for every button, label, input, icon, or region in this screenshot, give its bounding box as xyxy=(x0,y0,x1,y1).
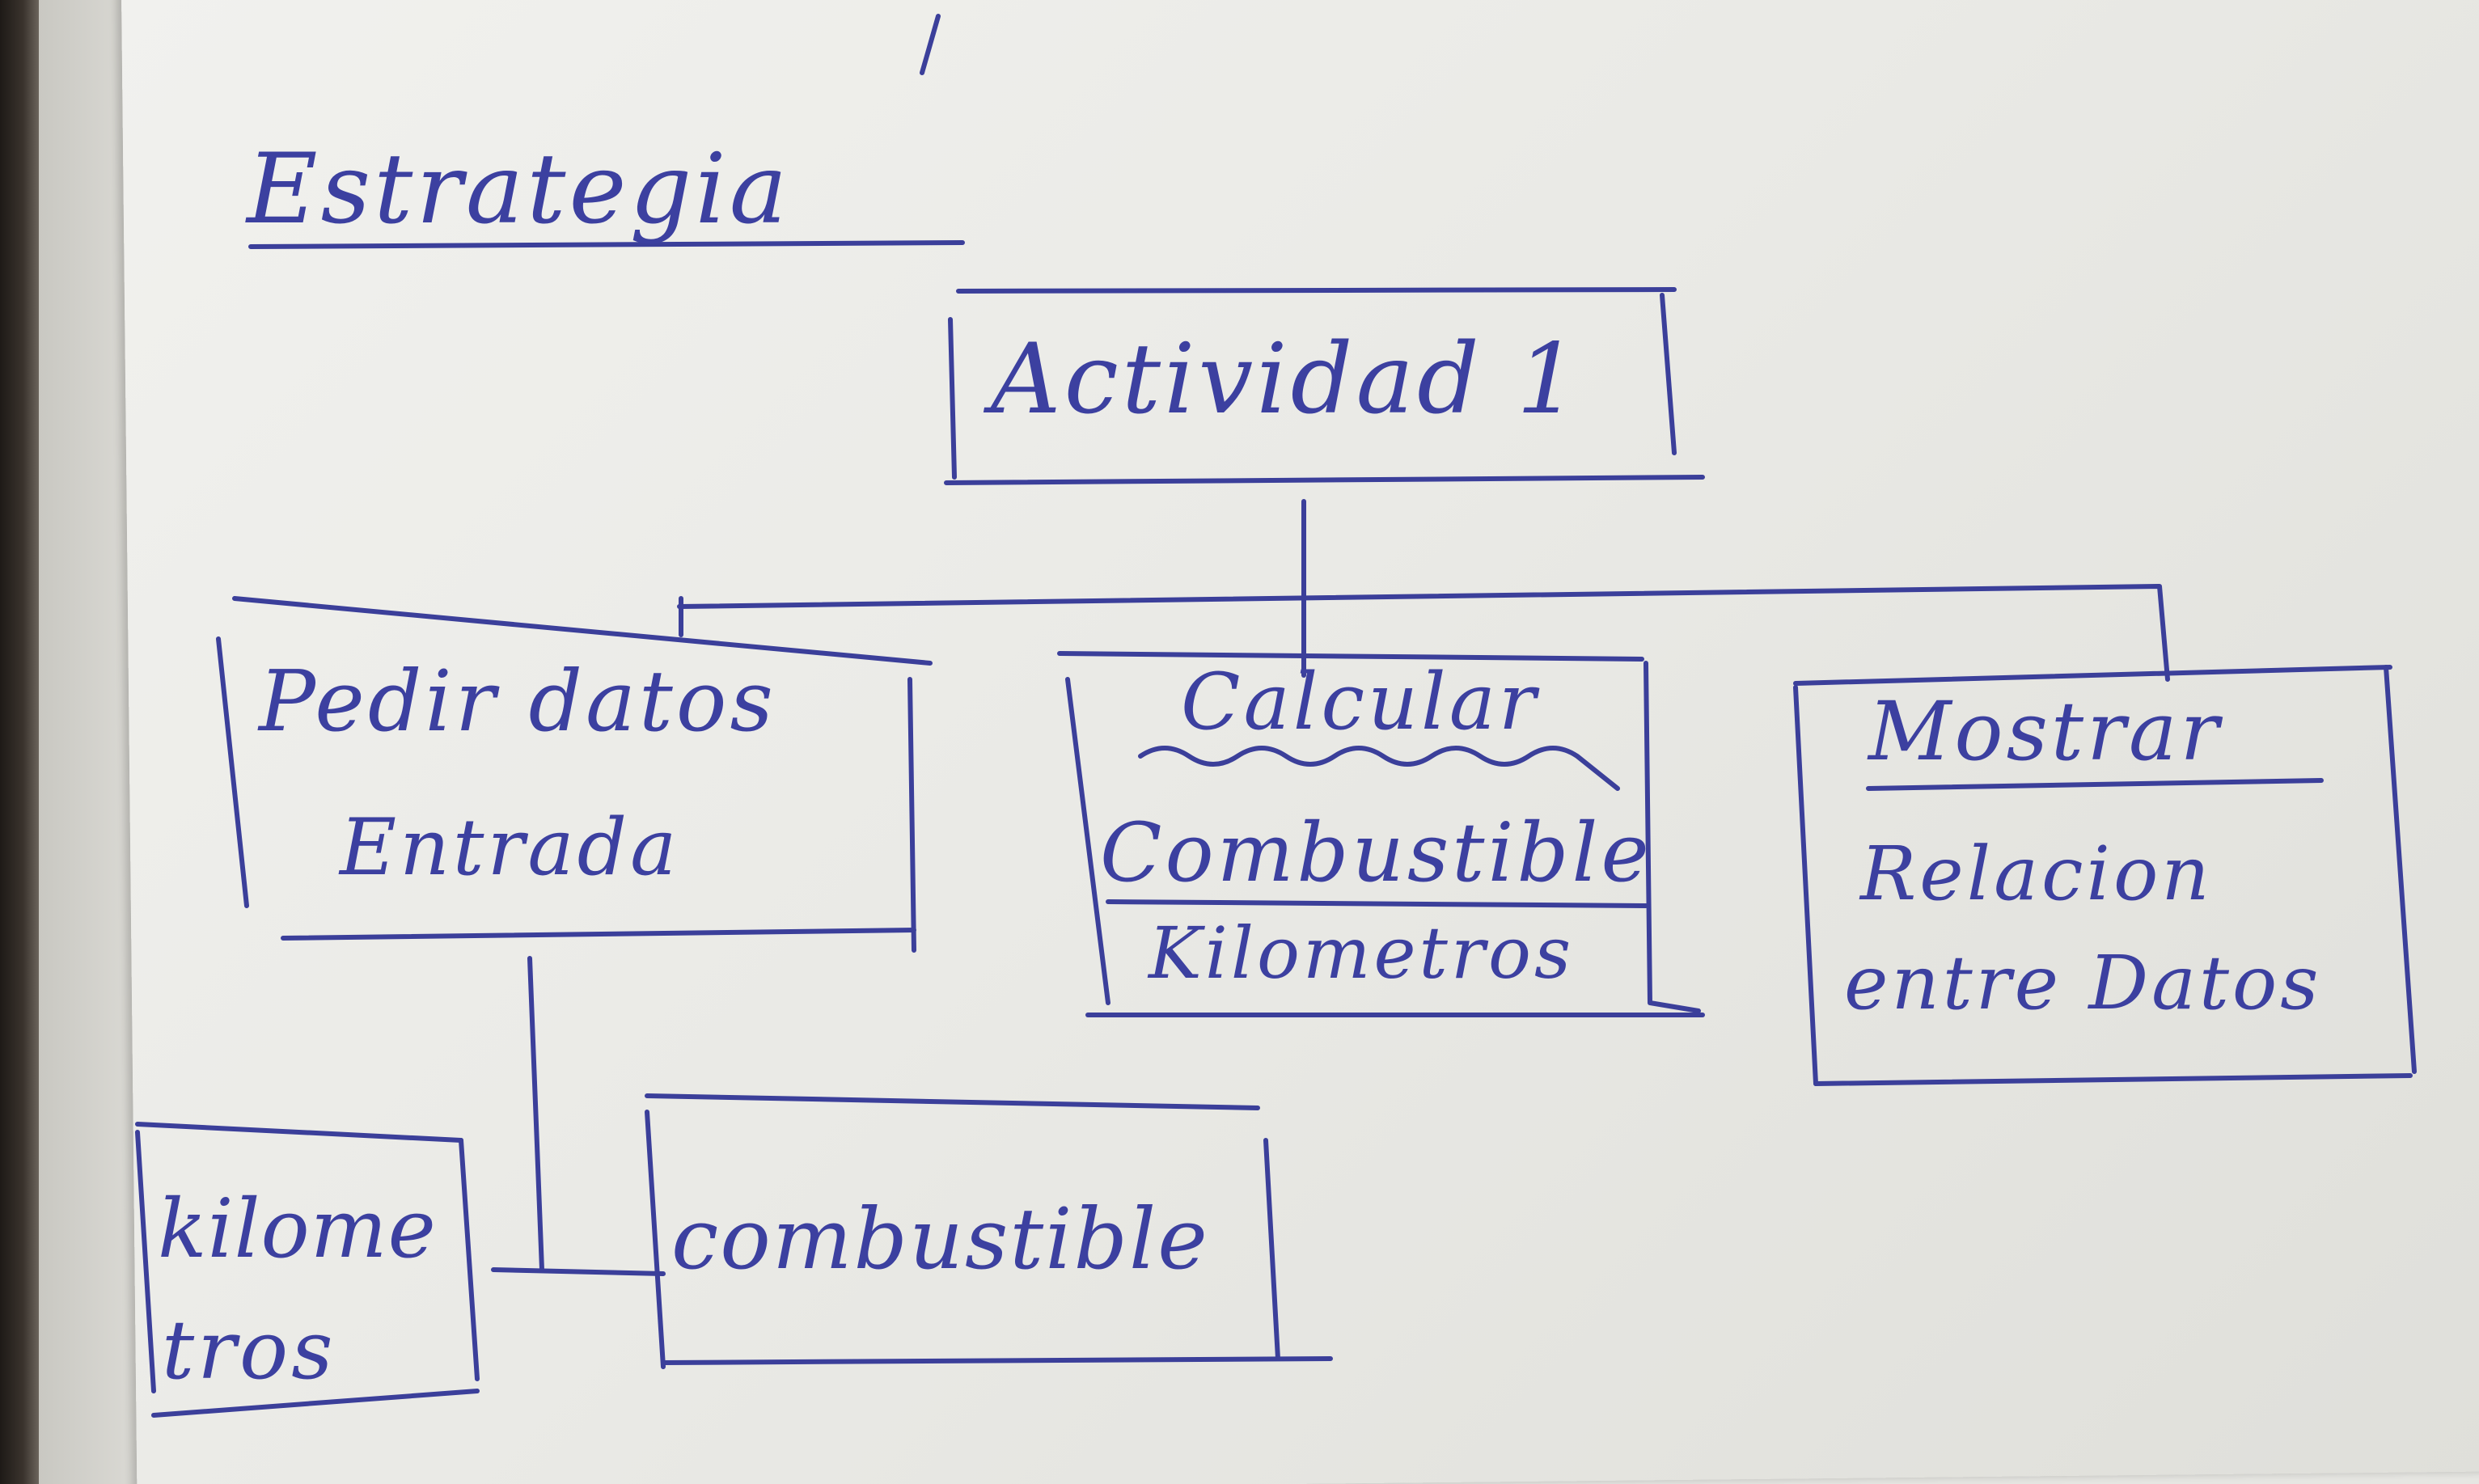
calcular-squiggle xyxy=(1138,746,1620,791)
pedir-connector xyxy=(527,956,544,1272)
subchild-kilometros-line-2: tros xyxy=(162,1303,336,1397)
child-mostrar-line-3: entre Datos xyxy=(1844,940,2322,1026)
subchild-box-kilometros xyxy=(135,1122,480,1418)
child-calcular-line-3: Kilometros xyxy=(1149,911,1575,995)
combustible-underline xyxy=(1106,899,1648,908)
notebook-binder-edge xyxy=(0,0,39,1484)
subchild-box-combustible xyxy=(645,1093,1333,1369)
subchildren-bar xyxy=(491,1267,666,1276)
title-underline xyxy=(248,240,965,249)
top-ink-mark xyxy=(920,14,941,75)
subchild-combustible-label: combustible xyxy=(671,1190,1209,1288)
subchild-kilometros-line-1: kilome xyxy=(158,1182,437,1276)
root-node-label: Actividad 1 xyxy=(991,323,1582,436)
mostrar-underline xyxy=(1866,778,2324,791)
diagram-title: Estrategia xyxy=(247,133,791,246)
child-mostrar-line-2: Relacion xyxy=(1860,831,2213,917)
child-box-mostrar xyxy=(1793,665,2417,1086)
child-pedir-line-2: Entrada xyxy=(340,802,680,893)
child-box-pedir xyxy=(216,596,933,953)
child-pedir-line-1: Pedir datos xyxy=(259,652,776,750)
child-calcular-line-1: Calcular xyxy=(1181,657,1539,747)
root-box xyxy=(944,287,1705,485)
child-mostrar-line-1: Mostrar xyxy=(1868,684,2223,779)
child-calcular-line-2: Combustible xyxy=(1100,805,1652,900)
children-bar xyxy=(677,584,2170,682)
child-box-calcular xyxy=(1057,651,1705,1017)
